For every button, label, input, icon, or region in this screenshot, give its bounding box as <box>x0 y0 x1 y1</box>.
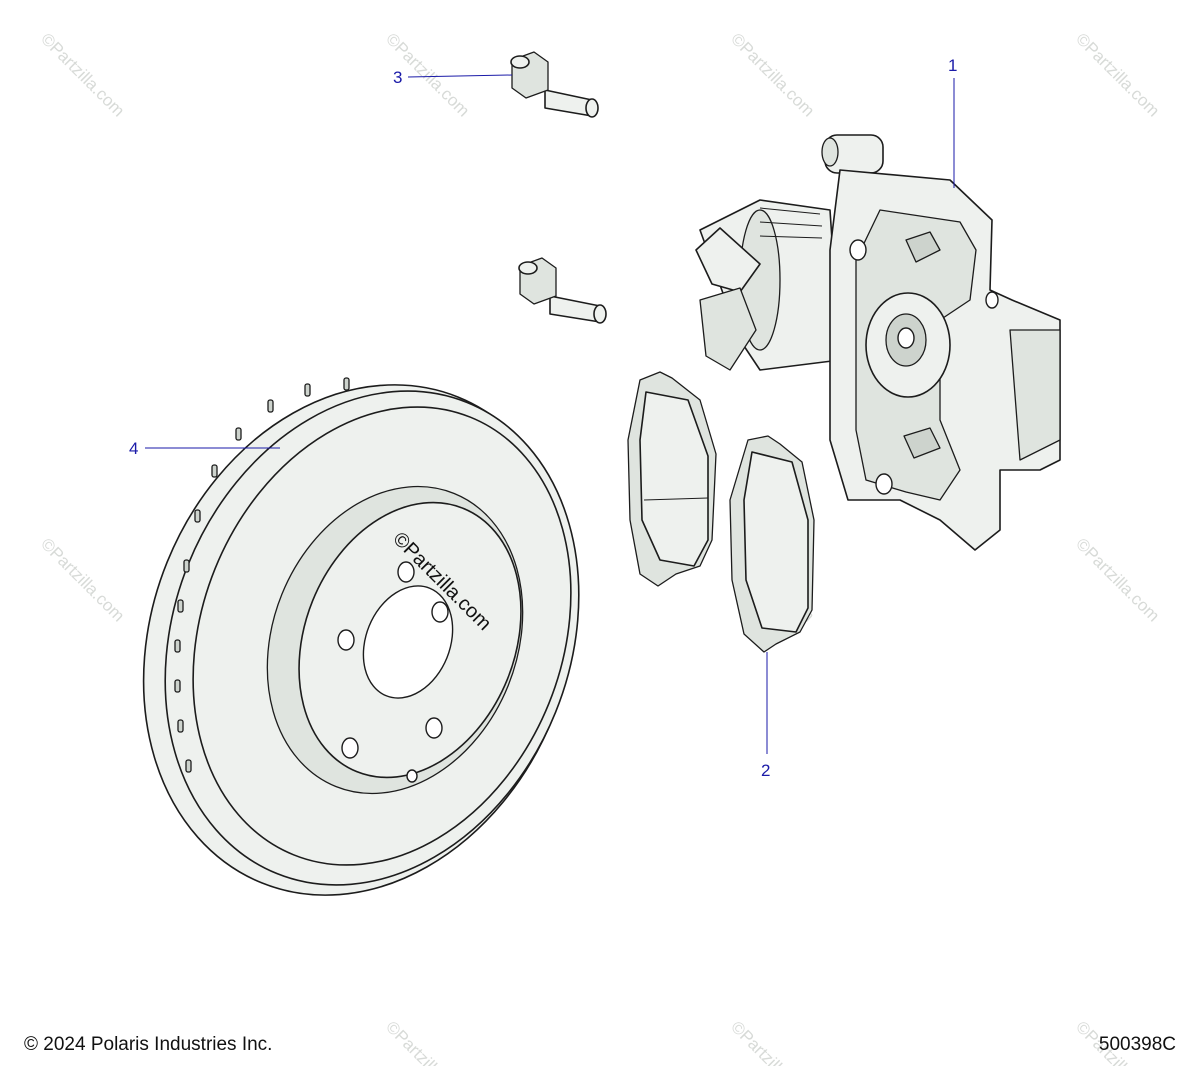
brake-pad-front <box>729 435 815 653</box>
callout-number: 3 <box>393 68 402 87</box>
brake-pad-rear <box>627 371 717 587</box>
watermark: ©Partzilla.com <box>37 29 128 120</box>
watermark: ©Partzilla.com <box>727 29 818 120</box>
caliper-bolt-lower <box>518 257 607 324</box>
watermark: ©Partzilla.com <box>1072 29 1163 120</box>
diagram-code: 500398C <box>1098 1034 1176 1055</box>
watermark: ©Partzilla.com <box>37 534 128 625</box>
brake-caliper <box>695 134 1061 551</box>
copyright-text: © 2024 Polaris Industries Inc. <box>24 1034 273 1055</box>
callout-number: 1 <box>948 56 957 75</box>
watermark: ©Partzilla.com <box>1072 534 1163 625</box>
callout-1: 1 <box>948 56 957 188</box>
callout-3: 3 <box>393 68 513 87</box>
callout-2: 2 <box>761 652 770 780</box>
brake-rotor <box>142 377 580 896</box>
watermark: ©Partzilla.com <box>727 1017 818 1066</box>
callout-4: 4 <box>129 439 280 458</box>
caliper-bolt-upper <box>510 51 599 118</box>
callout-number: 2 <box>761 761 770 780</box>
watermark: ©Partzilla.com <box>382 1017 473 1066</box>
callout-number: 4 <box>129 439 138 458</box>
rotor-vent-slots <box>174 377 350 773</box>
